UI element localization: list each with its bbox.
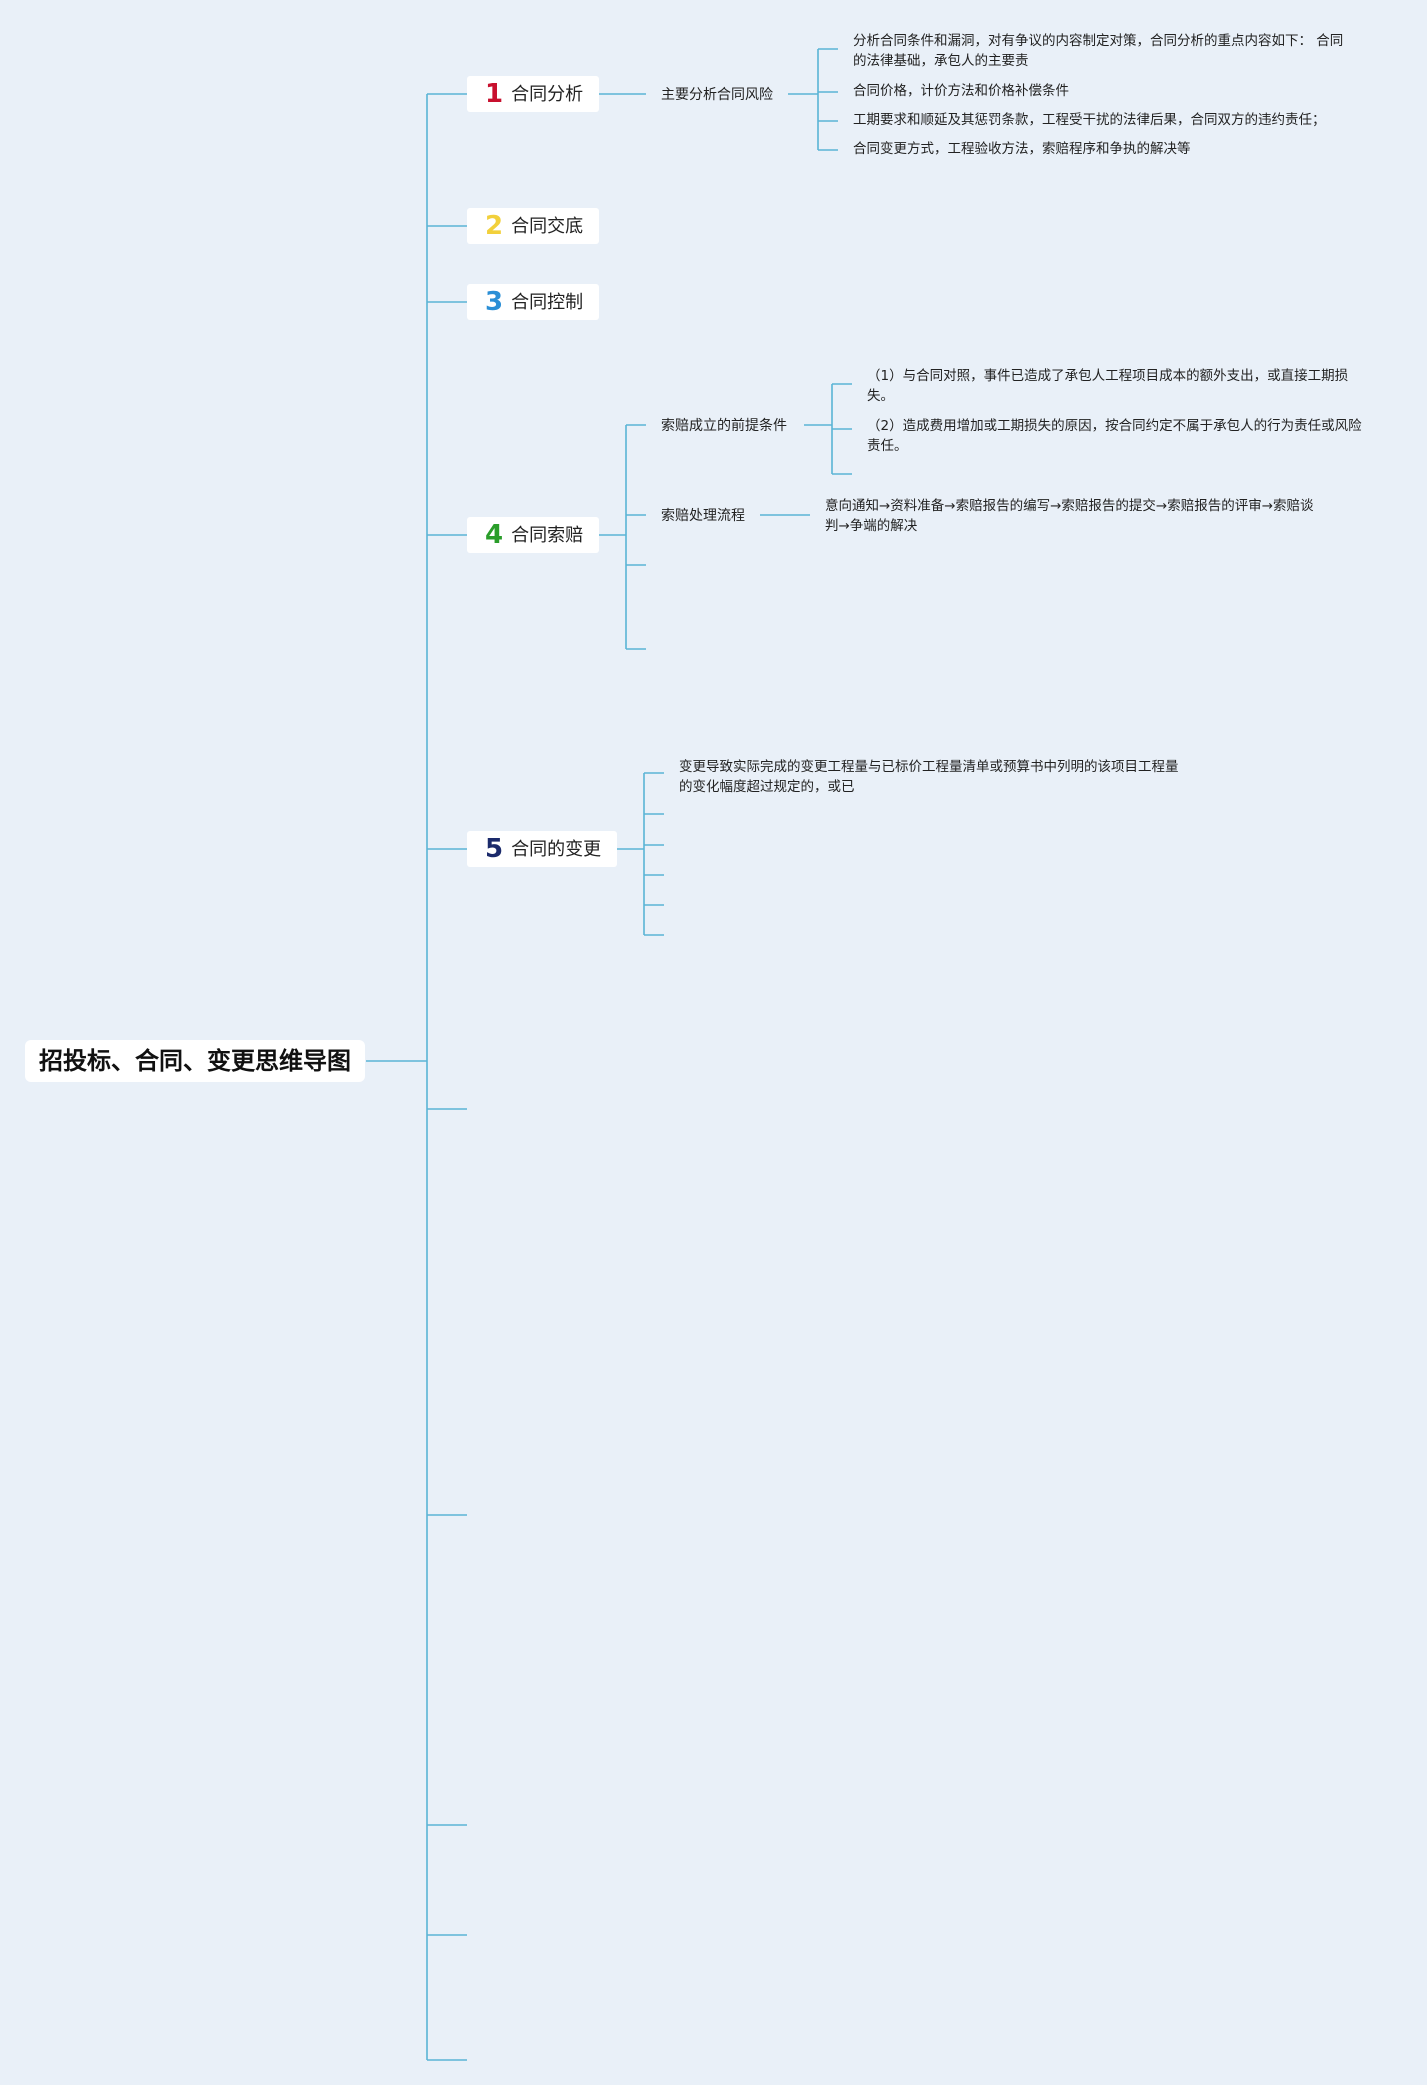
topic-label: 合同交底 (511, 216, 584, 237)
topic-contract-disclosure[interactable]: 2 合同交底 (467, 208, 600, 244)
topic-label: 合同的变更 (511, 839, 602, 860)
root-node[interactable]: 招投标、合同、变更思维导图 (25, 1040, 365, 1082)
leaf-claim-condition-1[interactable]: （1）与合同对照，事件已造成了承包人工程项目成本的额外支出，或直接工期损失。 (867, 368, 1349, 404)
number-2-icon: 2 (485, 211, 504, 241)
leaf-change-quantity[interactable]: 变更导致实际完成的变更工程量与已标价工程量清单或预算书中列明的该项目工程量的变化… (679, 759, 1179, 795)
leaf-claim-process-steps[interactable]: 意向通知→资料准备→索赔报告的编写→索赔报告的提交→索赔报告的评审→索赔谈判→争… (825, 498, 1314, 534)
topic-contract-control[interactable]: 3 合同控制 (467, 284, 600, 320)
topic-label: 合同索赔 (511, 525, 584, 546)
subtopic-claim-preconditions[interactable]: 索赔成立的前提条件 (661, 418, 787, 434)
leaf-contract-conditions[interactable]: 分析合同条件和漏洞，对有争议的内容制定对策，合同分析的重点内容如下： 合同的法律… (853, 33, 1344, 69)
number-3-icon: 3 (485, 287, 504, 317)
topic-contract-analysis[interactable]: 1 合同分析 (467, 76, 600, 112)
subtopic-contract-risk[interactable]: 主要分析合同风险 (661, 87, 773, 103)
root-title: 招投标、合同、变更思维导图 (39, 1047, 351, 1075)
topic-contract-change[interactable]: 5 合同的变更 (467, 831, 618, 867)
number-1-icon: 1 (485, 79, 504, 109)
number-4-icon: 4 (485, 520, 504, 550)
topic-contract-claims[interactable]: 4 合同索赔 (467, 517, 600, 553)
leaf-claim-condition-2[interactable]: （2）造成费用增加或工期损失的原因，按合同约定不属于承包人的行为责任或风险责任。 (867, 418, 1362, 454)
leaf-contract-price[interactable]: 合同价格，计价方法和价格补偿条件 (853, 83, 1069, 99)
leaf-change-acceptance[interactable]: 合同变更方式，工程验收方法，索赔程序和争执的解决等 (853, 141, 1191, 157)
subtopic-claim-process[interactable]: 索赔处理流程 (661, 508, 745, 524)
topic-label: 合同分析 (511, 84, 584, 105)
number-5-icon: 5 (485, 834, 504, 864)
topic-label: 合同控制 (511, 292, 584, 313)
leaf-schedule-penalty[interactable]: 工期要求和顺延及其惩罚条款，工程受干扰的法律后果，合同双方的违约责任； (853, 112, 1326, 128)
